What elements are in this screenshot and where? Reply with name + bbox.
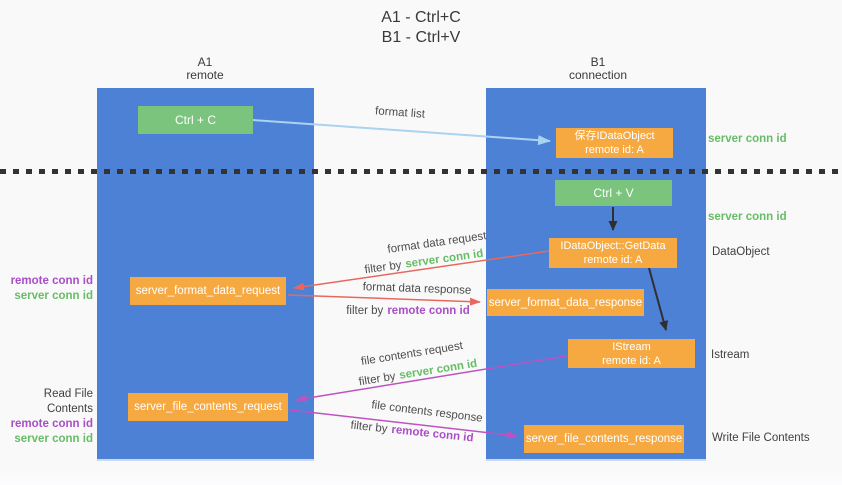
node-istream-line2: remote id: A [602,354,661,367]
dotted-separator [0,169,842,174]
node-server-format-data-request-label: server_format_data_request [135,285,281,297]
bottom-fade [0,471,842,485]
node-idataobject-getdata-line2: remote id: A [583,254,643,266]
title-line-1: A1 - Ctrl+C [381,9,461,26]
title-line-2: B1 - Ctrl+V [381,29,461,46]
arrow-getdata-to-istream [648,267,668,331]
diagram-title: A1 - Ctrl+C B1 - Ctrl+V [0,8,842,48]
arrow-format-list [252,119,551,146]
arrow-file-contents-response [289,409,518,439]
annotation-server-conn-id: server conn id [14,433,93,445]
lifeline-a1-header: A1 remote [155,56,255,82]
annotation-write-file-contents: Write File Contents [712,432,810,444]
annotation-left-file-ids: Read File Contents remote conn id server… [0,387,93,447]
node-istream: IStream remote id: A [568,339,695,368]
lifeline-b1-role: connection [568,68,628,82]
lifeline-b1-header: B1 connection [548,56,648,82]
annotation-server-conn-id: server conn id [14,290,93,302]
node-save-idataobject-line1: 保存IDataObject [574,130,655,142]
node-idataobject-getdata-line1: IDataObject::GetData [560,240,666,252]
annotation-server-conn-id-mid: server conn id [708,211,787,223]
node-idataobject-getdata: IDataObject::GetData remote id: A [549,238,677,268]
node-save-idataobject-line2: remote id: A [585,144,644,156]
annotation-left-format-ids: remote conn id server conn id [0,274,93,304]
node-server-format-data-request: server_format_data_request [130,277,286,305]
annotation-remote-conn-id: remote conn id [10,275,93,287]
node-server-file-contents-response-label: server_file_contents_response [525,433,683,445]
lifeline-b1-name: B1 [590,55,606,69]
node-server-format-data-response: server_format_data_response [487,289,644,316]
arrow-file-contents-request [295,355,567,403]
lifeline-a1-role: remote [186,68,224,82]
annotation-read-file-contents: Read File Contents [43,388,93,415]
arrow-format-data-response [287,294,481,306]
filter-prefix: filter by [346,305,384,317]
node-save-idataobject: 保存IDataObject remote id: A [556,128,673,158]
annotation-dataobject: DataObject [712,246,770,258]
annotation-remote-conn-id: remote conn id [10,418,93,430]
node-server-file-contents-request-label: server_file_contents_request [134,401,282,413]
node-ctrl-c: Ctrl + C [138,106,253,134]
node-server-file-contents-response: server_file_contents_response [524,425,684,453]
node-ctrl-v-label: Ctrl + V [593,186,634,200]
arrow-format-data-request [293,250,550,291]
lifeline-a1-name: A1 [197,55,213,69]
node-istream-line1: IStream [612,340,651,353]
node-ctrl-c-label: Ctrl + C [174,113,216,127]
annotation-server-conn-id-top: server conn id [708,133,787,145]
node-server-format-data-response-label: server_format_data_response [488,296,643,309]
annotation-istream: Istream [711,349,750,361]
node-ctrl-v: Ctrl + V [555,180,672,206]
filter-key-remote-conn-id: remote conn id [387,305,470,317]
node-server-file-contents-request: server_file_contents_request [128,393,288,421]
